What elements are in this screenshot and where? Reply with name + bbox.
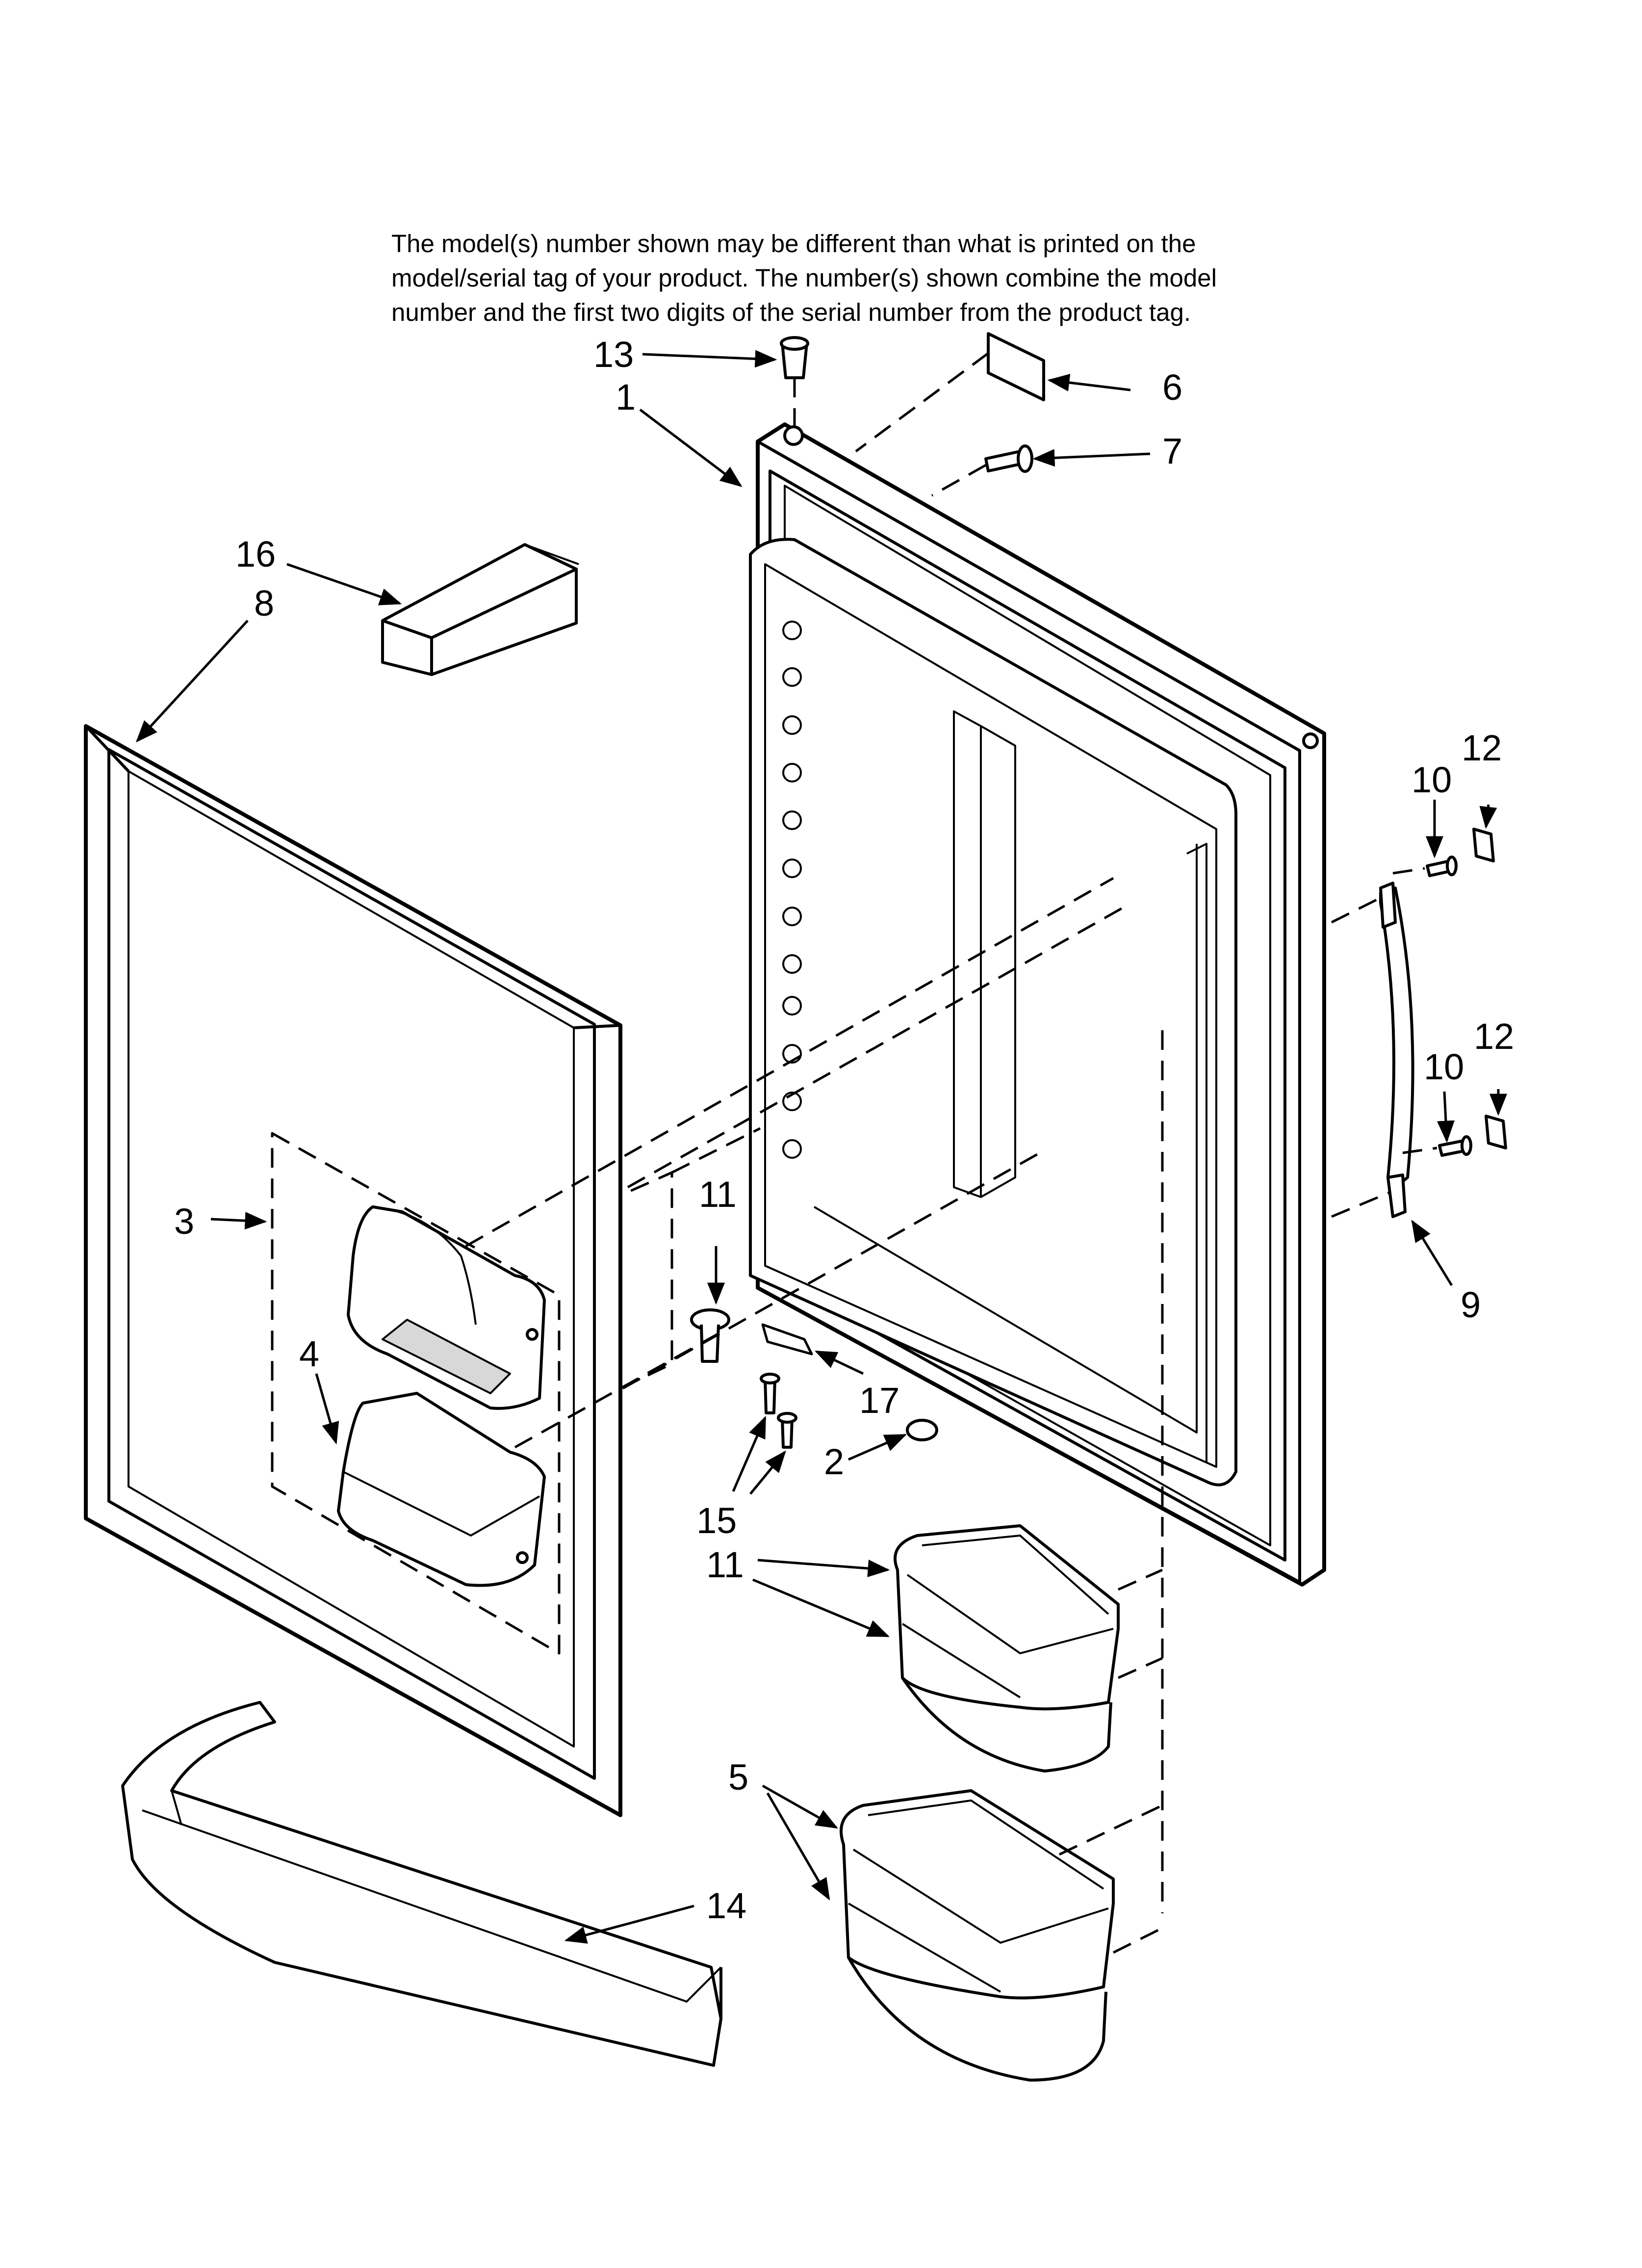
door-bins-part-11: [894, 1524, 1120, 1773]
model-number-note: The model(s) number shown may be differe…: [391, 227, 1470, 330]
callout-15: 15: [696, 1500, 737, 1541]
callout-17: 17: [859, 1380, 899, 1421]
callout-leaders: [135, 350, 1507, 1944]
callout-16: 16: [235, 534, 276, 574]
callout-12-upper: 12: [1462, 728, 1502, 768]
callout-1: 1: [616, 377, 636, 417]
assembly-dashed-lines: [465, 352, 1437, 1954]
callout-10-upper: 10: [1411, 759, 1452, 800]
handle-plug-part-12-upper: [1472, 828, 1495, 862]
label-tag-part-6: [987, 332, 1045, 401]
cap-plug-part-13: [780, 336, 809, 379]
callout-3: 3: [174, 1201, 194, 1242]
callout-14: 14: [706, 1885, 746, 1926]
callout-11-small: 11: [699, 1174, 737, 1215]
callout-4: 4: [299, 1333, 319, 1374]
dispenser-enclosure-dashed: [271, 1132, 561, 1655]
dispenser-tray-part-4: [337, 1392, 546, 1587]
handle-plug-part-12-lower: [1485, 1115, 1507, 1149]
callout-12-lower: 12: [1474, 1016, 1514, 1057]
door-bins-part-5: [840, 1789, 1115, 2082]
handle-screw-part-10-lower: [1438, 1135, 1472, 1157]
screws-part-15: [760, 1373, 797, 1449]
callout-labels: 13 1 6 7 16 8 12 10 12 10 3 11 4 9 17 2 …: [174, 334, 1514, 1926]
washer-part-2: [906, 1419, 938, 1441]
large-door-bin-part-14: [121, 1701, 722, 2067]
handle-screw-part-10-upper: [1426, 856, 1458, 877]
dispenser-cover-part-3: [347, 1205, 546, 1410]
callout-5: 5: [728, 1757, 748, 1798]
small-bin-part-16: [381, 543, 579, 676]
callout-7: 7: [1162, 431, 1182, 471]
door-handle-part-9: [1379, 882, 1414, 1218]
bracket-part-17: [761, 1323, 813, 1356]
note-line-2: model/serial tag of your product. The nu…: [391, 264, 1217, 292]
note-line-1: The model(s) number shown may be differe…: [391, 230, 1196, 258]
callout-2: 2: [824, 1441, 844, 1482]
callout-11-bins: 11: [706, 1544, 744, 1585]
callout-8: 8: [254, 583, 274, 624]
screw-part-7: [984, 444, 1033, 473]
callout-9: 9: [1461, 1284, 1481, 1325]
note-line-3: number and the first two digits of the s…: [391, 298, 1191, 326]
callout-6: 6: [1162, 367, 1182, 408]
callout-10-lower: 10: [1424, 1046, 1464, 1087]
door-cam-part-11: [690, 1308, 730, 1363]
callout-13: 13: [593, 334, 634, 375]
